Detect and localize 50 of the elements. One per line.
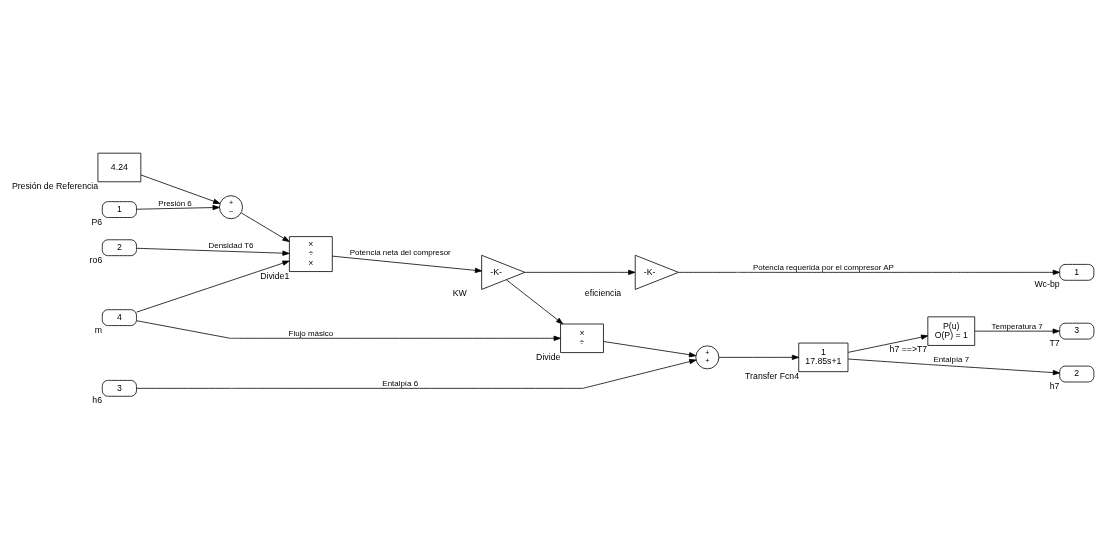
arrow <box>241 212 290 242</box>
arrow <box>718 354 800 360</box>
edge-label: Entalpía 7 <box>933 354 970 364</box>
arrow <box>524 269 636 275</box>
node-label: P6 <box>91 216 103 227</box>
arrow <box>140 174 221 204</box>
arrow <box>603 340 697 357</box>
node-label: h7 <box>1049 380 1060 391</box>
node-box: 2 <box>1059 365 1095 382</box>
node-label: ro6 <box>89 254 103 265</box>
edge-label: Temperatura 7 <box>991 321 1043 331</box>
node-box: 3 <box>101 379 137 397</box>
node-box: 2 <box>101 238 137 256</box>
arrow <box>136 204 220 210</box>
node-label: m <box>94 324 102 335</box>
node-box: 1 <box>1059 263 1095 281</box>
edge-label: Presión 6 <box>158 198 192 208</box>
edge-label: Potencia requerida por el compresor AP <box>752 262 894 272</box>
node-box: 3 <box>1059 322 1095 339</box>
node-label: Divide <box>536 351 561 362</box>
node-box: 4 <box>101 308 137 326</box>
arrow <box>331 255 483 273</box>
node-label: Divide1 <box>260 270 290 281</box>
node-box: × ÷ <box>560 323 604 353</box>
edge-label: Potencia neta del compresor <box>349 247 451 257</box>
arrow <box>136 260 290 312</box>
arrow <box>847 358 1060 375</box>
node-box: × ÷ × <box>289 235 333 272</box>
node-label: eficiencia <box>584 287 622 298</box>
arrow <box>678 269 1060 275</box>
edge-label: Flujo másico <box>288 328 334 338</box>
node-label: Presión de Referencia <box>11 180 99 191</box>
arrow <box>136 247 290 256</box>
arrow <box>506 279 564 324</box>
edge-label: Densidad T6 <box>208 240 254 250</box>
node-label: Wc-bp <box>1034 278 1060 289</box>
arrow <box>974 328 1060 334</box>
node-label: h7 ==>T7 <box>889 343 928 354</box>
node-box: 4.24 <box>97 152 142 182</box>
node-box: 1 <box>101 200 137 218</box>
edge-label: Entalpía 6 <box>382 378 419 388</box>
arrow <box>136 319 561 341</box>
arrow <box>847 334 929 353</box>
node-box: 1 17.85s+1 <box>798 342 849 372</box>
node-box: P(u) O(P) = 1 <box>927 315 976 346</box>
arrow <box>136 358 697 389</box>
node-label: h6 <box>92 394 102 405</box>
node-label: T7 <box>1049 337 1060 348</box>
node-label: Transfer Fcn4 <box>745 370 800 381</box>
node-label: KW <box>452 287 467 298</box>
